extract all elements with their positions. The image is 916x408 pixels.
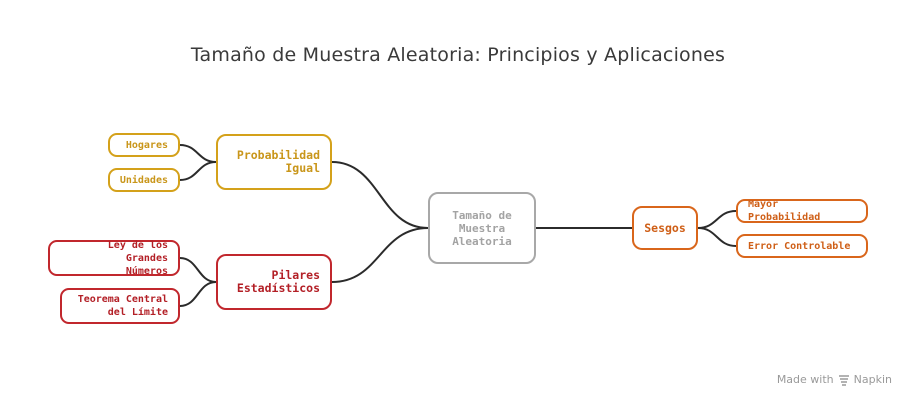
central-topic-label: Tamaño de Muestra Aleatoria: [452, 208, 512, 248]
connector-center-pilares: [331, 227, 429, 283]
leaf-node-mayor-probabilidad[interactable]: Mayor Probabilidad: [736, 199, 868, 223]
diagram-title: Tamaño de Muestra Aleatoria: Principios …: [190, 44, 726, 66]
branch-label-pilares-estadisticos: Pilares Estadísticos: [236, 268, 320, 295]
leaf-label-ley-grandes-numeros: Ley de los Grandes Números: [107, 239, 168, 277]
connector-center-probabilidad: [331, 161, 429, 229]
branch-label-probabilidad-igual: Probabilidad Igual: [236, 148, 320, 175]
leaf-node-teorema-central-limite[interactable]: Teorema Central del Límite: [60, 288, 180, 324]
leaf-label-mayor-probabilidad: Mayor Probabilidad: [748, 199, 821, 223]
leaf-label-unidades: Unidades: [119, 174, 168, 186]
napkin-brand-label: Napkin: [853, 373, 892, 386]
leaf-node-unidades[interactable]: Unidades: [108, 168, 180, 192]
connector-sesgos-mayor: [697, 210, 737, 229]
connector-probabilidad-unidades: [179, 161, 217, 181]
branch-node-pilares-estadisticos[interactable]: Pilares Estadísticos: [216, 254, 332, 310]
connector-sesgos-error: [697, 227, 737, 247]
made-with-label: Made with: [776, 373, 834, 386]
leaf-label-teorema-central-limite: Teorema Central del Límite: [77, 294, 168, 318]
leaf-node-error-controlable[interactable]: Error Controlable: [736, 234, 868, 258]
central-topic-node[interactable]: Tamaño de Muestra Aleatoria: [428, 192, 536, 264]
branch-node-sesgos[interactable]: Sesgos: [632, 206, 698, 250]
leaf-node-ley-grandes-numeros[interactable]: Ley de los Grandes Números: [48, 239, 180, 277]
leaf-node-hogares[interactable]: Hogares: [108, 133, 180, 157]
connector-probabilidad-hogares: [179, 144, 217, 163]
connector-pilares-ley: [179, 257, 217, 283]
branch-node-probabilidad-igual[interactable]: Probabilidad Igual: [216, 134, 332, 190]
leaf-label-error-controlable: Error Controlable: [748, 240, 851, 252]
leaf-label-hogares: Hogares: [125, 139, 168, 151]
branch-label-sesgos: Sesgos: [644, 220, 686, 235]
connector-pilares-teorema: [179, 281, 217, 307]
napkin-logo-icon: [838, 374, 850, 386]
made-with-napkin-footer[interactable]: Made with Napkin: [777, 373, 892, 386]
